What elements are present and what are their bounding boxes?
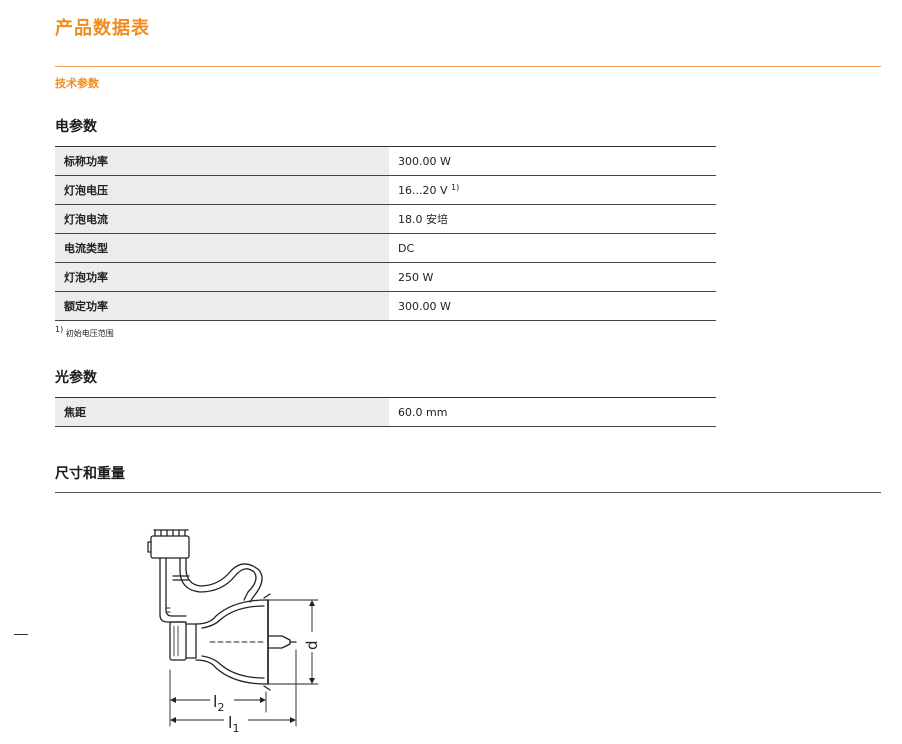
param-value: DC (389, 233, 716, 263)
section-heading: 技术参数 (55, 77, 99, 90)
param-label: 额定功率 (55, 291, 389, 321)
reflector-icon (195, 593, 271, 691)
param-value: 18.0 安培 (389, 204, 716, 234)
dimension-arrows (170, 600, 315, 723)
param-value: 300.00 W (389, 146, 716, 176)
lamp-base-icon (169, 621, 197, 661)
table-row: 焦距 60.0 mm (55, 397, 716, 427)
title-divider (55, 66, 881, 67)
table-row: 灯泡功率 250 W (55, 262, 716, 292)
param-label: 电流类型 (55, 233, 389, 263)
param-label: 标称功率 (55, 146, 389, 176)
param-label: 灯泡电压 (55, 175, 389, 205)
d-label: d (303, 640, 321, 650)
l2-label: l2 (213, 692, 224, 714)
optical-table: 焦距 60.0 mm (55, 397, 716, 427)
table-row: 标称功率 300.00 W (55, 146, 716, 176)
margin-mark (14, 634, 28, 635)
dimensions-heading: 尺寸和重量 (55, 466, 125, 482)
footnote-text: 初始电压范围 (65, 329, 114, 338)
param-label: 焦距 (55, 397, 389, 427)
param-value: 300.00 W (389, 291, 716, 321)
param-value: 60.0 mm (389, 397, 716, 427)
connector-plug-icon (147, 529, 190, 559)
table-row: 电流类型 DC (55, 233, 716, 263)
table-row: 额定功率 300.00 W (55, 291, 716, 321)
lead-wire-icon (159, 557, 263, 623)
dimensions-divider (55, 492, 881, 493)
dimension-lines (169, 599, 319, 727)
l1-label: l1 (228, 713, 239, 735)
footnote-mark: 1) (55, 325, 64, 334)
param-label: 灯泡电流 (55, 204, 389, 234)
electrical-table: 标称功率 300.00 W 灯泡电压 16...20 V 1) 灯泡电流 18.… (55, 146, 716, 321)
table-row: 灯泡电流 18.0 安培 (55, 204, 716, 234)
lamp-dimension-drawing: l2 l1 d (147, 529, 321, 735)
param-value: 250 W (389, 262, 716, 292)
footnote: 1) 初始电压范围 (55, 325, 114, 339)
optical-heading: 光参数 (55, 370, 97, 386)
param-value: 16...20 V 1) (389, 175, 716, 205)
param-label: 灯泡功率 (55, 262, 389, 292)
table-row: 灯泡电压 16...20 V 1) (55, 175, 716, 205)
electrical-heading: 电参数 (55, 119, 97, 135)
page-title: 产品数据表 (55, 18, 150, 39)
burner-icon (209, 635, 297, 649)
footnote-ref: 1) (451, 182, 460, 192)
